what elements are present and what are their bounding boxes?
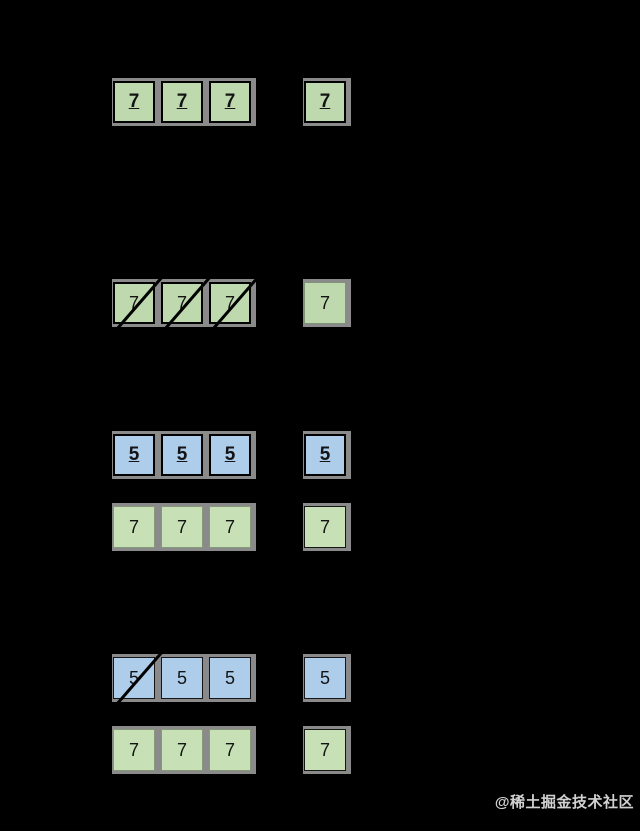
array-slot: 5: [112, 431, 160, 479]
entry-box: 5: [209, 657, 251, 699]
entry-box: 7: [161, 282, 203, 324]
array-slot: 7: [112, 503, 160, 551]
entry-box: 7: [304, 282, 346, 324]
array-slot: 7: [160, 726, 208, 774]
single-slot: 7: [303, 726, 351, 774]
single-slot: 7: [303, 279, 351, 327]
entry-value: 7: [176, 739, 187, 760]
entry-value: 7: [176, 91, 188, 112]
entry-box: 7: [209, 729, 251, 771]
single-slot: 7: [303, 503, 351, 551]
array-slot: 7: [160, 78, 208, 126]
entry-box: 7: [113, 282, 155, 324]
single-slot: 5: [303, 654, 351, 702]
entry-box: 7: [209, 282, 251, 324]
single-slot: 7: [303, 78, 351, 126]
array-slot: 7: [208, 503, 256, 551]
entry-value: 7: [224, 292, 235, 313]
entry-box: 7: [304, 729, 346, 771]
entry-box: 7: [209, 81, 251, 123]
entry-value: 5: [224, 444, 236, 465]
entry-value: 7: [176, 292, 187, 313]
entry-value: 7: [224, 739, 235, 760]
entry-box: 7: [113, 81, 155, 123]
array-slot: 7: [110, 268, 170, 337]
entry-box: 7: [161, 506, 203, 548]
entry-value: 5: [128, 667, 139, 688]
array-slot: 5: [110, 643, 170, 712]
entry-value: 5: [319, 667, 330, 688]
array-slot: 5: [208, 654, 256, 702]
array-slot: 5: [208, 431, 256, 479]
entry-box: 7: [161, 729, 203, 771]
entry-value: 5: [128, 444, 140, 465]
entry-box: 5: [113, 434, 155, 476]
array-slot: 7: [206, 268, 266, 337]
array-slot: 5: [160, 431, 208, 479]
entry-value: 5: [176, 667, 187, 688]
entry-box: 7: [304, 81, 346, 123]
entry-box: 5: [161, 657, 203, 699]
entry-value: 7: [128, 739, 139, 760]
watermark: @稀土掘金技术社区: [494, 794, 634, 811]
entry-value: 7: [224, 91, 236, 112]
entry-value: 7: [128, 91, 140, 112]
entry-box: 5: [113, 657, 155, 699]
entry-value: 7: [176, 516, 187, 537]
array-slot: 7: [208, 78, 256, 126]
entry-box: 7: [113, 729, 155, 771]
array-slot: 7: [208, 726, 256, 774]
array-slot: 7: [112, 78, 160, 126]
array-slot: 5: [160, 654, 208, 702]
entry-value: 5: [176, 444, 188, 465]
entry-value: 7: [128, 516, 139, 537]
entry-value: 7: [224, 516, 235, 537]
entry-box: 5: [304, 657, 346, 699]
entry-value: 7: [319, 739, 330, 760]
entry-value: 7: [319, 516, 330, 537]
array-slot: 7: [160, 503, 208, 551]
entry-value: 5: [319, 444, 331, 465]
entry-box: 7: [161, 81, 203, 123]
entry-value: 5: [224, 667, 235, 688]
array-slot: 7: [112, 726, 160, 774]
entry-box: 7: [304, 506, 346, 548]
array-slot: 7: [158, 268, 218, 337]
entry-box: 5: [161, 434, 203, 476]
entry-box: 5: [209, 434, 251, 476]
single-slot: 5: [303, 431, 351, 479]
entry-box: 5: [304, 434, 346, 476]
entry-box: 7: [209, 506, 251, 548]
entry-value: 7: [319, 91, 331, 112]
entry-box: 7: [113, 506, 155, 548]
entry-value: 7: [128, 292, 139, 313]
entry-value: 7: [319, 292, 330, 313]
